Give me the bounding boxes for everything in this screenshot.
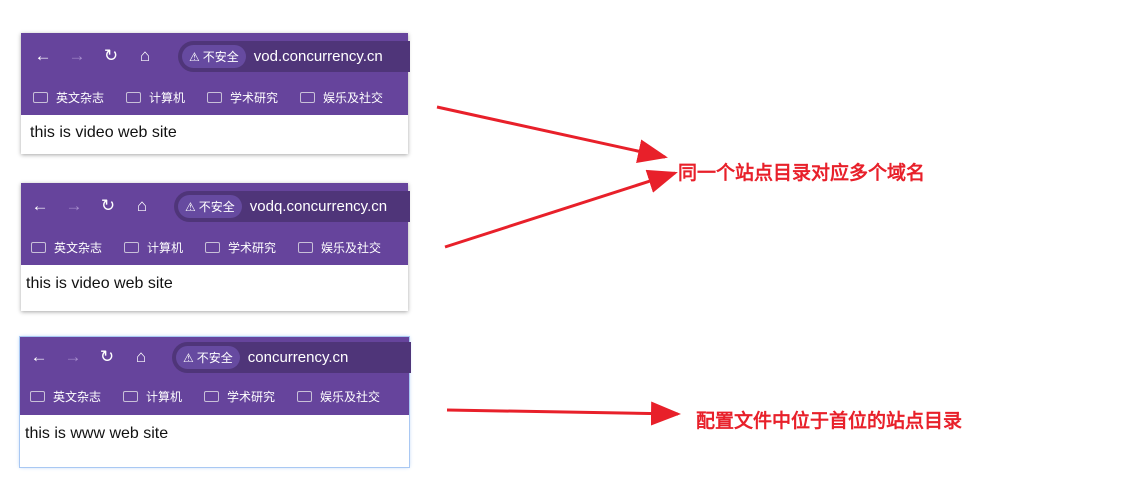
bookmark-folder[interactable]: 英文杂志: [33, 89, 104, 106]
annotation-first-site: 配置文件中位于首位的站点目录: [696, 411, 963, 432]
home-icon[interactable]: ⌂: [135, 347, 147, 366]
bookmarks-bar: 英文杂志 计算机 学术研究 娱乐及社交: [21, 79, 408, 115]
toolbar: ← → ↻ ⌂ ⚠不安全 vod.concurrency.cn: [21, 33, 410, 79]
security-chip[interactable]: ⚠不安全: [176, 346, 240, 369]
back-icon[interactable]: ←: [31, 196, 49, 215]
address-bar[interactable]: ⚠不安全 vodq.concurrency.cn: [174, 191, 410, 222]
folder-icon: [205, 241, 221, 253]
url-text: concurrency.cn: [247, 349, 349, 366]
folder-icon: [207, 91, 223, 103]
browser-panel-3: ← → ↻ ⌂ ⚠不安全 concurrency.cn 英文杂志 计算机 学术研…: [20, 337, 411, 467]
folder-icon: [33, 91, 48, 103]
bookmark-label: 娱乐及社交: [323, 90, 384, 105]
bookmark-folder[interactable]: 英文杂志: [30, 388, 101, 405]
folder-icon: [297, 390, 313, 402]
page-content: this is video web site: [30, 124, 177, 141]
warning-icon: ⚠: [183, 350, 194, 365]
arrow-1: [436, 105, 668, 163]
toolbar: ← → ↻ ⌂ ⚠不安全 vodq.concurrency.cn: [21, 183, 410, 229]
bookmark-label: 英文杂志: [56, 90, 105, 105]
security-chip[interactable]: ⚠不安全: [178, 195, 242, 218]
reload-icon[interactable]: ↻: [99, 347, 115, 366]
reload-icon[interactable]: ↻: [103, 46, 119, 65]
bookmark-label: 学术研究: [230, 90, 279, 105]
folder-icon: [124, 241, 140, 253]
bookmark-folder[interactable]: 计算机: [124, 239, 183, 256]
folder-icon: [126, 91, 142, 103]
bookmark-label: 英文杂志: [53, 389, 102, 404]
security-chip[interactable]: ⚠不安全: [182, 45, 246, 68]
not-secure-label: 不安全: [202, 50, 239, 64]
toolbar: ← → ↻ ⌂ ⚠不安全 concurrency.cn: [20, 337, 411, 377]
forward-icon[interactable]: →: [68, 46, 86, 65]
not-secure-label: 不安全: [196, 351, 233, 365]
bookmarks-bar: 英文杂志 计算机 学术研究 娱乐及社交: [21, 229, 408, 265]
folder-icon: [30, 390, 45, 402]
back-icon[interactable]: ←: [30, 347, 48, 366]
bookmark-folder[interactable]: 娱乐及社交: [297, 388, 380, 405]
forward-icon[interactable]: →: [64, 347, 82, 366]
bookmark-folder[interactable]: 娱乐及社交: [298, 239, 381, 256]
arrow-3: [446, 401, 681, 426]
page-content: this is www web site: [25, 425, 169, 442]
bookmark-folder[interactable]: 学术研究: [207, 89, 278, 106]
bookmark-folder[interactable]: 计算机: [126, 89, 185, 106]
home-icon[interactable]: ⌂: [136, 196, 148, 215]
bookmark-label: 学术研究: [227, 389, 276, 404]
bookmark-label: 英文杂志: [54, 240, 103, 255]
bookmark-label: 娱乐及社交: [320, 389, 381, 404]
bookmark-folder[interactable]: 英文杂志: [31, 239, 102, 256]
bookmark-label: 计算机: [147, 240, 184, 255]
bookmarks-bar: 英文杂志 计算机 学术研究 娱乐及社交: [20, 377, 409, 415]
bookmark-folder[interactable]: 学术研究: [204, 388, 275, 405]
address-bar[interactable]: ⚠不安全 concurrency.cn: [172, 342, 411, 373]
browser-panel-2: ← → ↻ ⌂ ⚠不安全 vodq.concurrency.cn 英文杂志 计算…: [21, 183, 410, 311]
warning-icon: ⚠: [185, 199, 196, 214]
annotation-multi-domain: 同一个站点目录对应多个域名: [678, 163, 926, 184]
home-icon[interactable]: ⌂: [139, 46, 151, 65]
bookmark-label: 学术研究: [228, 240, 277, 255]
folder-icon: [298, 241, 314, 253]
bookmark-label: 娱乐及社交: [321, 240, 382, 255]
not-secure-label: 不安全: [198, 200, 235, 214]
url-text: vod.concurrency.cn: [253, 48, 383, 65]
url-text: vodq.concurrency.cn: [249, 198, 388, 215]
address-bar[interactable]: ⚠不安全 vod.concurrency.cn: [178, 41, 410, 72]
bookmark-folder[interactable]: 娱乐及社交: [300, 89, 383, 106]
bookmark-label: 计算机: [149, 90, 186, 105]
folder-icon: [300, 91, 316, 103]
page-content: this is video web site: [26, 275, 173, 292]
folder-icon: [204, 390, 220, 402]
folder-icon: [31, 241, 46, 253]
warning-icon: ⚠: [189, 49, 200, 64]
arrow-2: [444, 169, 678, 249]
forward-icon[interactable]: →: [65, 196, 83, 215]
bookmark-label: 计算机: [146, 389, 183, 404]
back-icon[interactable]: ←: [34, 46, 52, 65]
reload-icon[interactable]: ↻: [100, 196, 116, 215]
folder-icon: [123, 390, 139, 402]
bookmark-folder[interactable]: 计算机: [123, 388, 182, 405]
browser-panel-1: ← → ↻ ⌂ ⚠不安全 vod.concurrency.cn 英文杂志 计算机…: [21, 33, 410, 154]
bookmark-folder[interactable]: 学术研究: [205, 239, 276, 256]
